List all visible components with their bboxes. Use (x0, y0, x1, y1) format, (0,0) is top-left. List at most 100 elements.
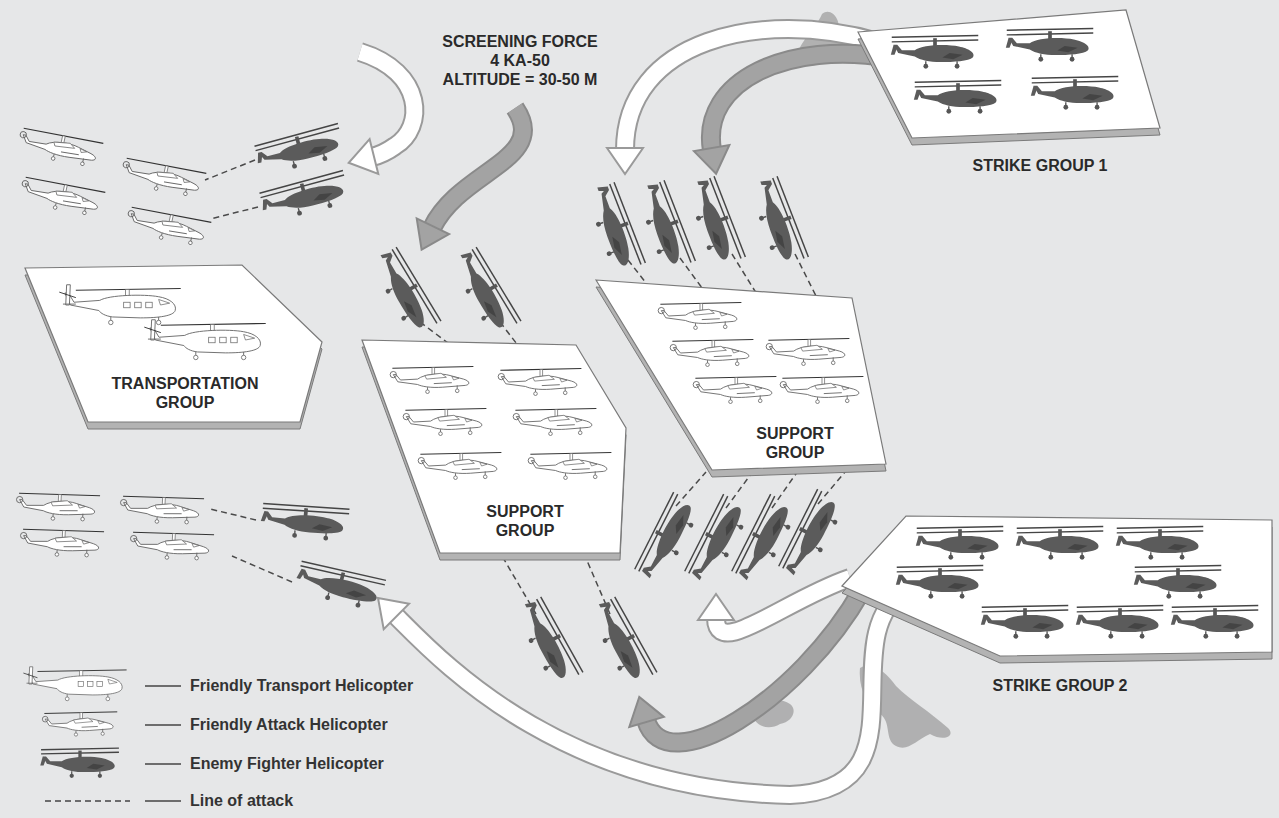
helicopter-icon (777, 489, 847, 582)
arrow-outline (432, 108, 523, 228)
attack-line (232, 556, 292, 582)
helicopter-icon (1006, 28, 1093, 61)
helicopter-icon (513, 595, 583, 688)
helicopter-icon (448, 245, 520, 337)
helicopter-icon (658, 303, 741, 330)
helicopter-icon (634, 179, 695, 272)
helicopter-icon (891, 35, 978, 68)
panel-face (842, 516, 1272, 656)
legend-leader (145, 724, 181, 726)
helicopter-icon (633, 492, 703, 585)
arrow-head (629, 697, 664, 727)
helicopter-icon (120, 494, 205, 525)
screening-force-label: 4 KA-50 (490, 51, 550, 70)
group-panel: STRIKE GROUP 2 (834, 510, 1276, 706)
helicopter-icon (258, 170, 351, 223)
arrow-outline (646, 590, 862, 743)
attack-line (795, 254, 818, 300)
helicopter-icon (403, 409, 486, 436)
helicopter-icon (253, 123, 346, 176)
helicopter-icon (587, 595, 657, 688)
group-panel: SUPPORT GROUP (354, 334, 634, 564)
attack-line (205, 160, 255, 180)
helicopter-icon (16, 491, 101, 522)
helicopter-icon (23, 667, 126, 701)
arrow-head (694, 145, 730, 174)
screening-force-label: SCREENING FORCE (442, 32, 598, 51)
legend-leader (145, 685, 181, 687)
helicopter-icon (18, 175, 105, 219)
group-panel: TRANSPORTATION GROUP (18, 260, 332, 432)
helicopter-icon (670, 340, 753, 367)
arrow-body (711, 54, 890, 150)
helicopter-icon (981, 605, 1068, 638)
arrow-body (432, 108, 523, 228)
group-label: TRANSPORTATION GROUP (100, 374, 270, 412)
helicopter-icon (260, 502, 350, 543)
helicopter-icon (119, 156, 206, 200)
legend-dashed-sample (45, 800, 130, 802)
legend-text: Enemy Fighter Helicopter (190, 754, 384, 773)
legend-samples (45, 686, 181, 801)
group-label: SUPPORT GROUP (745, 424, 845, 462)
helicopter-icon (1031, 76, 1118, 109)
attack-line (210, 509, 256, 520)
panel-face (858, 10, 1160, 138)
panel-shape (588, 274, 892, 480)
panel-face (596, 280, 886, 470)
helicopter-icon (40, 748, 119, 778)
helicopter-icon (914, 80, 1001, 113)
helicopter-icon (368, 245, 440, 337)
helicopter-icon (513, 409, 596, 436)
legend-text: Friendly Transport Helicopter (190, 676, 413, 695)
helicopter-icon (693, 377, 776, 404)
arrow-body (646, 590, 862, 743)
arrow-head (378, 598, 409, 629)
helicopter-icon (1134, 565, 1221, 598)
helicopter-icon (528, 453, 611, 480)
group-panel: SUPPORT GROUP (588, 274, 892, 480)
helicopter-icon (130, 530, 215, 561)
helicopter-icon (1016, 526, 1103, 559)
group-label: STRIKE GROUP 1 (973, 156, 1108, 175)
group-panel: STRIKE GROUP 1 (848, 6, 1170, 184)
legend-text: Friendly Attack Helicopter (190, 715, 388, 734)
helicopter-icon (59, 285, 180, 325)
helicopter-icon (16, 126, 103, 170)
arrow-head (417, 218, 449, 249)
maneuver-arrows (349, 29, 905, 795)
group-label: STRIKE GROUP 2 (993, 676, 1128, 695)
arrow-outline (711, 54, 890, 150)
arrow-outline (395, 590, 905, 795)
panel-face (25, 265, 322, 422)
helicopter-icon (418, 453, 501, 480)
arrow-body (716, 578, 850, 633)
panel-shape (834, 510, 1276, 706)
screening-force-label: ALTITUDE = 30-50 M (443, 70, 598, 89)
arrow-head (698, 594, 734, 620)
attack-line (210, 207, 258, 219)
arrow-head (607, 148, 643, 174)
panel-shape (848, 6, 1170, 184)
helicopter-icon (780, 377, 863, 404)
helicopter-icon (747, 175, 808, 268)
helicopter-icon (1116, 526, 1203, 559)
helicopter-icon (20, 527, 105, 558)
helicopter-icon (498, 369, 581, 396)
helicopter-icon (293, 559, 386, 612)
helicopter-icon (144, 320, 265, 360)
helicopter-icon (896, 565, 983, 598)
helicopter-icon (1171, 605, 1258, 638)
helicopter-icon (730, 494, 800, 587)
helicopter-icon (124, 205, 211, 249)
helicopter-icon (766, 339, 849, 366)
helicopter-icon (42, 712, 117, 736)
attack-line (676, 472, 706, 506)
helicopter-icon (916, 526, 1003, 559)
panel-face (362, 340, 626, 553)
helicopter-icon (584, 181, 645, 274)
group-label: SUPPORT GROUP (475, 502, 575, 540)
helicopter-icon (684, 175, 745, 268)
arrow-head (349, 139, 379, 174)
